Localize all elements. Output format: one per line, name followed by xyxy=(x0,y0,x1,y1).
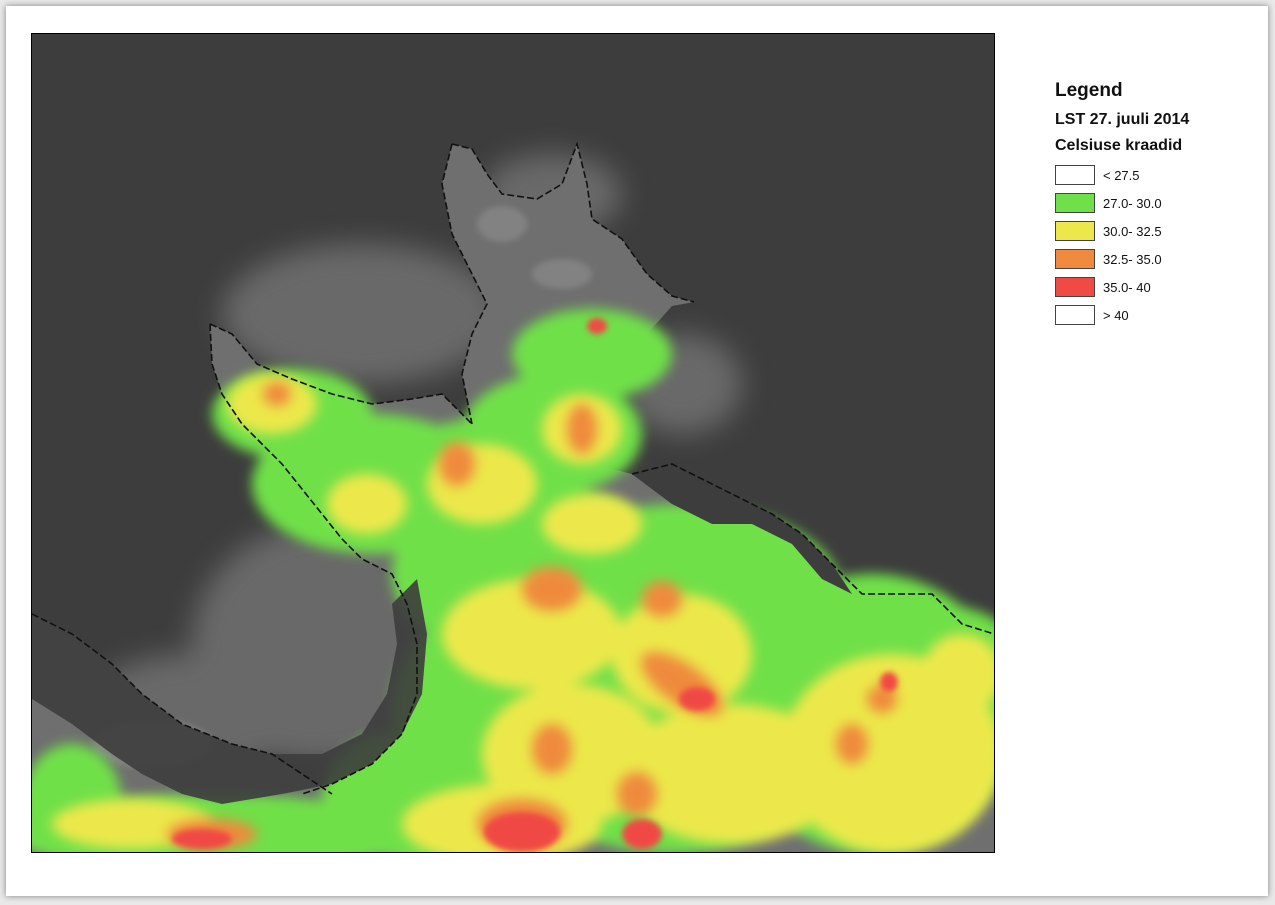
legend-swatch xyxy=(1055,165,1095,185)
legend-class: > 40 xyxy=(1055,301,1255,329)
legend-class: 32.5- 35.0 xyxy=(1055,245,1255,273)
heat-red xyxy=(172,318,898,852)
legend-class-label: < 27.5 xyxy=(1103,167,1140,183)
legend-class-label: 27.0- 30.0 xyxy=(1103,195,1162,211)
coastline xyxy=(32,141,994,795)
legend-class-label: 35.0- 40 xyxy=(1103,279,1151,295)
legend-class: 35.0- 40 xyxy=(1055,273,1255,301)
legend-class-label: 30.0- 32.5 xyxy=(1103,223,1162,239)
legend-swatch xyxy=(1055,249,1095,269)
legend-class-label: 32.5- 35.0 xyxy=(1103,251,1162,267)
sea-overlay xyxy=(32,464,852,804)
heat-yellow xyxy=(52,374,994,852)
legend-class-label: > 40 xyxy=(1103,307,1129,323)
map-frame xyxy=(31,33,995,853)
legend-class: < 27.5 xyxy=(1055,161,1255,189)
legend-swatch xyxy=(1055,221,1095,241)
legend-swatch xyxy=(1055,193,1095,213)
legend-title: Legend xyxy=(1055,80,1123,101)
lst-map xyxy=(32,34,994,852)
legend: Legend LST 27. juuli 2014 Celsiuse kraad… xyxy=(1055,80,1255,329)
legend-class: 30.0- 32.5 xyxy=(1055,217,1255,245)
legend-swatch xyxy=(1055,277,1095,297)
legend-swatch xyxy=(1055,305,1095,325)
legend-class: 27.0- 30.0 xyxy=(1055,189,1255,217)
legend-layer-name: LST 27. juuli 2014 xyxy=(1055,111,1190,128)
legend-classes: < 27.5 27.0- 30.0 30.0- 32.5 32.5- 35.0 … xyxy=(1055,161,1255,329)
map-layout-page: Legend LST 27. juuli 2014 Celsiuse kraad… xyxy=(6,6,1268,896)
legend-field-name: Celsiuse kraadid xyxy=(1055,137,1183,154)
